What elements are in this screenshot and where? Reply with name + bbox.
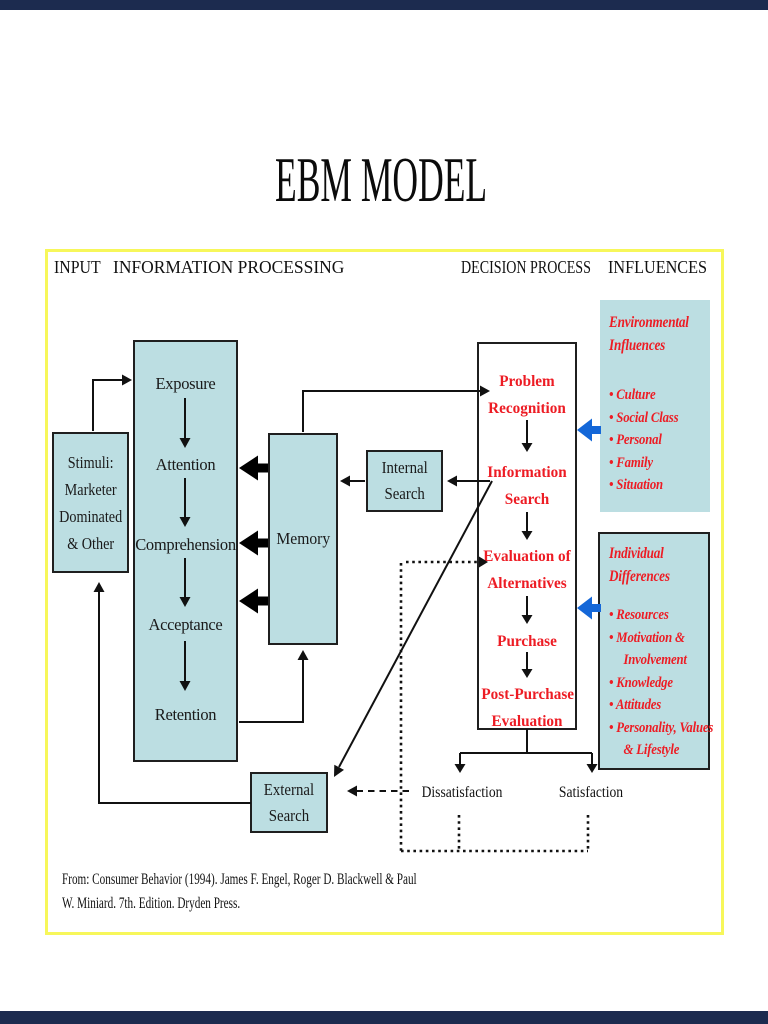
external-search-box: External Search — [250, 772, 328, 833]
processing-stage-acceptance: Acceptance — [148, 615, 223, 634]
viewer-top-bar — [0, 0, 768, 10]
satisfaction-label: Satisfaction — [558, 784, 624, 801]
internal-search-label: Internal Search — [381, 458, 428, 503]
ind-bullet-lifestyle: & Lifestyle — [623, 742, 680, 758]
memory-box: Memory — [268, 433, 338, 645]
column-header-decision-process: DECISION PROCESS — [461, 257, 591, 277]
column-header-information-processing: INFORMATION PROCESSING — [113, 257, 345, 277]
ind-bullet-attitudes: • Attitudes — [609, 697, 662, 713]
env-bullet-situation: • Situation — [609, 477, 663, 493]
stimuli-label: Stimuli: Marketer Dominated & Other — [58, 452, 123, 553]
memory-label: Memory — [276, 529, 330, 548]
processing-stage-comprehension: Comprehension — [135, 535, 236, 554]
ind-bullet-motivation: • Motivation & — [609, 629, 685, 646]
decision-step-purchase: Purchase — [497, 633, 557, 650]
env-bullet-culture: • Culture — [609, 387, 656, 403]
ind-bullet-knowledge: • Knowledge — [609, 674, 673, 691]
ind-bullet-personality: • Personality, Values — [609, 719, 714, 736]
citation-line-1: From: Consumer Behavior (1994). James F.… — [62, 871, 417, 888]
citation-line-2: W. Miniard. 7th. Edition. Dryden Press. — [62, 895, 241, 912]
processing-stage-exposure: Exposure — [155, 374, 216, 393]
dissatisfaction-label: Dissatisfaction — [421, 784, 503, 801]
column-header-input: INPUT — [54, 257, 101, 277]
env-bullet-family: • Family — [609, 454, 653, 471]
external-search-label: External Search — [263, 779, 315, 825]
environmental-influences-box: Environmental Influences • Culture • Soc… — [600, 300, 710, 512]
processing-stage-retention: Retention — [154, 705, 217, 724]
environmental-influences-content: Environmental Influences • Culture • Soc… — [609, 300, 720, 497]
information-processing-box: Exposure Attention Comprehension Accepta… — [133, 340, 238, 762]
citation: From: Consumer Behavior (1994). James F.… — [62, 868, 454, 916]
column-header-influences: INFLUENCES — [608, 257, 708, 277]
page-title: EBM MODEL — [275, 144, 488, 215]
ind-bullet-involvement: Involvement — [623, 652, 687, 668]
stimuli-box: Stimuli: Marketer Dominated & Other — [52, 432, 129, 573]
individual-differences-box: Individual Differences • Resources • Mot… — [598, 532, 713, 770]
processing-stage-attention: Attention — [155, 455, 216, 474]
viewer-bottom-bar — [0, 1011, 768, 1024]
env-bullet-social-class: • Social Class — [609, 409, 679, 426]
individual-differences-content: Individual Differences • Resources • Mot… — [609, 534, 720, 762]
ind-bullet-resources: • Resources — [609, 607, 669, 623]
internal-search-box: Internal Search — [366, 450, 443, 512]
env-bullet-personal: • Personal — [609, 432, 662, 448]
